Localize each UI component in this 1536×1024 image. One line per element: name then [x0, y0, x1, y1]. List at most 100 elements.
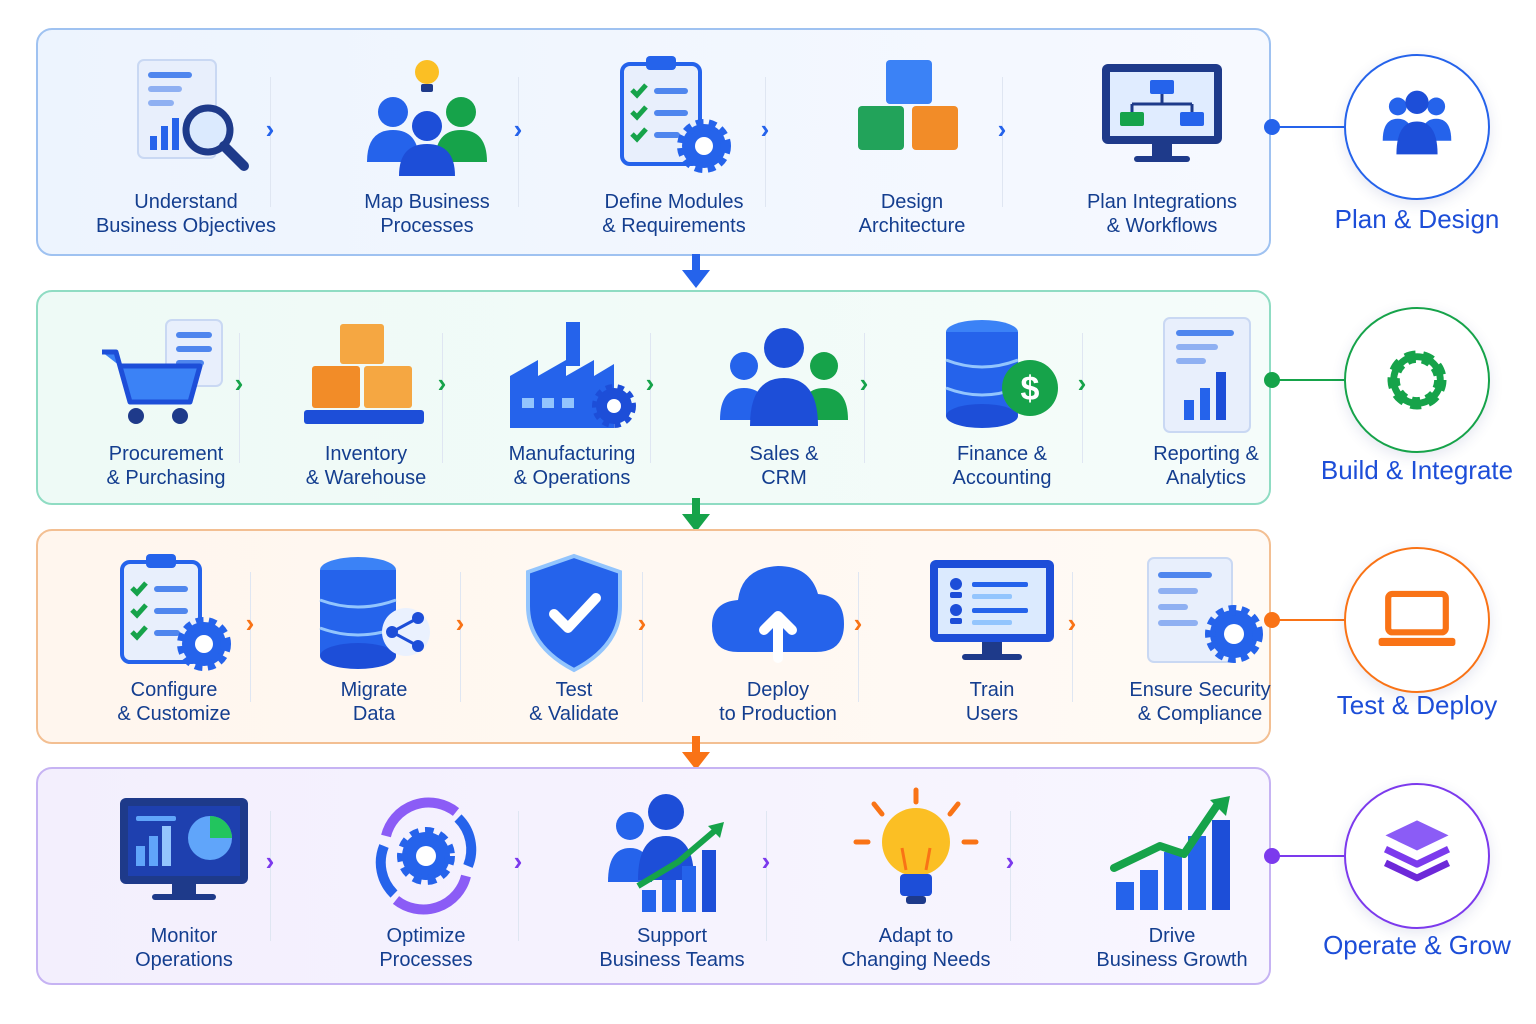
arrow-down-icon	[680, 498, 712, 534]
divider	[642, 571, 643, 702]
step-label-line: Design	[880, 191, 944, 213]
checklist-gear-icon	[104, 548, 244, 688]
step-label-line: Analytics	[1165, 467, 1247, 489]
step-label: Procurement& Purchasing	[56, 442, 276, 490]
connector-line	[1271, 126, 1347, 128]
customers-icon	[714, 310, 854, 450]
step-label-line: & Compliance	[1137, 703, 1263, 725]
step-label-line: Sales &	[749, 443, 819, 465]
step-label-line: Drive	[1148, 925, 1196, 947]
phase-badge	[1344, 307, 1490, 453]
step-label-line: Understand	[134, 191, 238, 213]
step-label-line: Map Business	[364, 191, 490, 213]
step-label-line: Monitor	[150, 925, 218, 947]
document-gear-icon	[1130, 548, 1270, 688]
divider	[250, 571, 251, 702]
step-label-line: Reporting &	[1153, 443, 1259, 465]
step-label-line: Processes	[380, 215, 474, 237]
phase-label: Build & Integrate	[1320, 455, 1514, 485]
step-label-line: & Operations	[513, 467, 631, 489]
arrow-down-icon	[680, 736, 712, 772]
step-label-line: Business Teams	[599, 949, 745, 971]
chevron-right-icon: ›	[265, 846, 275, 876]
step-label-line: & Validate	[529, 703, 619, 725]
monitor-dashboard-icon	[114, 786, 254, 926]
divider	[1082, 332, 1083, 463]
cloud-upload-icon	[708, 548, 848, 688]
step-label-line: Ensure Security	[1129, 679, 1271, 701]
step-label-line: Deploy	[746, 679, 810, 701]
step-label: Define Modules& Requirements	[564, 190, 784, 238]
step-label-line: Business Growth	[1096, 949, 1248, 971]
step-label-line: Finance &	[956, 443, 1048, 465]
divider	[270, 811, 271, 941]
step-label-line: Data	[352, 703, 396, 725]
step-label: Configure& Customize	[64, 678, 284, 726]
phase-badge	[1344, 54, 1490, 200]
monitor-users-icon	[922, 548, 1062, 688]
divider	[1010, 811, 1011, 941]
step-label: Inventory& Warehouse	[256, 442, 476, 490]
shield-check-icon	[504, 548, 644, 688]
step-label-line: Accounting	[952, 467, 1052, 489]
chevron-right-icon: ›	[760, 114, 770, 144]
step-label-line: & Customize	[117, 703, 231, 725]
step-label-line: Optimize	[386, 925, 466, 947]
connector-dot	[1264, 612, 1280, 628]
connector-dot	[1264, 372, 1280, 388]
growth-chart-icon	[1102, 786, 1242, 926]
arrow-down-icon	[680, 254, 712, 290]
step-label-line: Inventory	[324, 443, 408, 465]
step-label-line: Changing Needs	[841, 949, 991, 971]
report-search-icon	[116, 50, 256, 190]
connector-line	[1271, 855, 1347, 857]
chevron-right-icon: ›	[1005, 846, 1015, 876]
step-label-line: Procurement	[108, 443, 224, 465]
step-label-line: to Production	[719, 703, 837, 725]
chevron-right-icon: ›	[859, 368, 869, 398]
gear-cycle-icon	[356, 786, 496, 926]
chevron-right-icon: ›	[637, 608, 647, 638]
database-share-icon	[304, 548, 444, 688]
divider	[864, 332, 865, 463]
step-label: Test& Validate	[464, 678, 684, 726]
step-label-line: Test	[555, 679, 593, 701]
chevron-right-icon: ›	[997, 114, 1007, 144]
step-label: Sales &CRM	[674, 442, 894, 490]
divider	[442, 332, 443, 463]
checklist-gear-icon	[604, 50, 744, 190]
step-label-line: & Workflows	[1106, 215, 1218, 237]
chevron-right-icon: ›	[1067, 608, 1077, 638]
step-label-line: Adapt to	[878, 925, 954, 947]
step-label-line: CRM	[761, 467, 807, 489]
phase-badge	[1344, 783, 1490, 929]
chevron-right-icon: ›	[513, 846, 523, 876]
step-label-line: & Warehouse	[305, 467, 427, 489]
step-label-line: Architecture	[858, 215, 966, 237]
phase-band-2: Procurement& Purchasing Inventory& Wareh…	[36, 290, 1271, 505]
phase-badge	[1344, 547, 1490, 693]
lightbulb-icon	[846, 786, 986, 926]
step-label: Manufacturing& Operations	[462, 442, 682, 490]
chevron-right-icon: ›	[265, 114, 275, 144]
step-label-line: Users	[965, 703, 1019, 725]
chevron-right-icon: ›	[455, 608, 465, 638]
phase-label: Test & Deploy	[1336, 690, 1498, 720]
divider	[270, 77, 271, 207]
connector-dot	[1264, 119, 1280, 135]
chevron-right-icon: ›	[1077, 368, 1087, 398]
step-label-line: Configure	[130, 679, 218, 701]
divider	[518, 77, 519, 207]
monitor-workflow-icon	[1092, 50, 1232, 190]
chevron-right-icon: ›	[853, 608, 863, 638]
report-chart-icon	[1136, 310, 1276, 450]
